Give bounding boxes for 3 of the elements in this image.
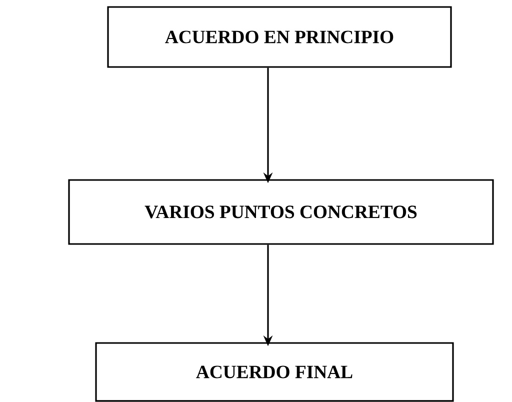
process-box: ACUERDO EN PRINCIPIO bbox=[107, 6, 452, 68]
process-box: VARIOS PUNTOS CONCRETOS bbox=[68, 179, 494, 245]
process-box: ACUERDO FINAL bbox=[95, 342, 454, 402]
